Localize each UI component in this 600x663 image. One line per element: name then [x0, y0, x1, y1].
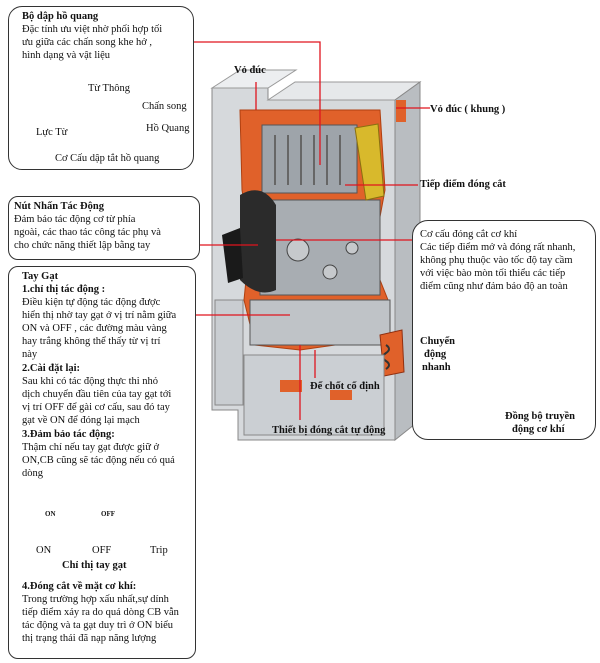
handle-section-1-title: 1.chỉ thị tác động :	[22, 284, 106, 295]
handle-section-1-line: ON và OFF , các đường màu vàng	[22, 323, 167, 334]
handle-section-1-line: này	[22, 349, 38, 360]
position-label-trip: Trip	[150, 545, 168, 556]
label-fast-motion: Chuyển	[420, 336, 456, 347]
callout-molded-case: Vỏ đúc	[234, 65, 266, 76]
switch-off-mark: OFF	[101, 510, 115, 518]
arc-quencher-desc-line: ưu giữa các chấn song khe hở ,	[22, 37, 153, 48]
breaker-cutaway-illustration	[210, 69, 422, 442]
push-button-desc-line: cho chức năng thiết lập bằng tay	[14, 240, 151, 251]
mechanism-desc-line: Các tiếp điểm mở và đóng rất nhanh,	[420, 242, 576, 253]
callout-molded-frame: Vỏ đúc ( khung )	[430, 104, 506, 115]
switch-on-mark: ON	[45, 510, 56, 518]
handle-section-4-line: Trong trường hợp xấu nhất,sự dính	[22, 594, 169, 605]
handle-section-3-line: ON,CB cũng sẽ tác động nếu có quá	[22, 455, 175, 466]
mechanism-title: Cơ cấu đóng cắt cơ khí	[420, 229, 518, 240]
label-arc: Hồ Quang	[146, 123, 190, 134]
arc-quencher-title: Bộ dập hồ quang	[22, 11, 99, 22]
arc-quencher-desc-line: Đặc tính ưu việt nhờ phối hợp tối	[22, 24, 163, 35]
handle-section-2-line: gạt về ON để đóng lại mạch	[22, 415, 140, 426]
mechanism-panel	[412, 220, 596, 440]
handle-section-2-line: vị trí OFF để gài cơ cấu, sau đó tay	[22, 402, 170, 413]
handle-section-1-line: hiển thị nhờ tay gạt ở vị trí nằm giữa	[22, 310, 177, 321]
handle-section-3-line: dòng	[22, 468, 43, 479]
arc-quencher-panel	[8, 6, 194, 170]
handle-section-3-line: Thậm chí nếu tay gạt được giữ ở	[22, 442, 160, 453]
mechanism-desc-line: điểm cũng như đảm bảo độ an toàn	[420, 281, 568, 292]
handle-panel	[8, 266, 196, 659]
handle-section-4-line: tác động và ta gạt duy trì ở ON biểu	[22, 620, 174, 631]
push-button-title: Nút Nhấn Tác Động	[14, 201, 104, 212]
mechanism-desc-line: không phụ thuộc vào tốc độ tay cầm	[420, 255, 573, 266]
callout-contact: Tiếp điểm đóng cắt	[420, 179, 506, 190]
handle-title: Tay Gạt	[22, 271, 59, 282]
callout-latch: Để chốt cố định	[310, 381, 380, 392]
handle-section-1-line: Điều kiện tự động tác động được	[22, 297, 161, 308]
position-label-off: OFF	[92, 545, 112, 556]
callout-auto-device: Thiết bị đóng cắt tự động	[272, 425, 386, 436]
label-magnetic-force: Lực Từ	[36, 127, 68, 138]
label-arc-grid: Chấn song	[142, 101, 187, 112]
handle-section-4-title: 4.Đóng cắt về mặt cơ khí:	[22, 581, 137, 592]
handle-section-3-title: 3.Đảm bảo tác động:	[22, 429, 115, 440]
label-sync-mechanism: động cơ khí	[512, 424, 565, 435]
label-fast-motion: nhanh	[422, 362, 451, 373]
arc-quencher-caption: Cơ Cấu dập tắt hồ quang	[55, 153, 160, 164]
handle-section-2-title: 2.Cài đặt lại:	[22, 363, 81, 374]
handle-section-4-line: thị trạng thái đã nạp năng lượng	[22, 633, 157, 644]
push-button-desc-line: ngoài, các thao tác công tác phụ và	[14, 227, 161, 238]
label-fast-motion: động	[424, 349, 447, 360]
push-button-desc-line: Đảm bảo tác động cơ từ phía	[14, 214, 136, 225]
label-sync-mechanism: Đồng bộ truyền	[505, 411, 576, 422]
callout-leader-lines	[194, 41, 430, 420]
arc-quencher-desc-line: hình dạng và vật liệu	[22, 50, 111, 61]
handle-section-2-line: dịch chuyển đầu tiên của tay gạt tới	[22, 389, 172, 400]
position-label-on: ON	[36, 545, 52, 556]
push-button-panel	[8, 196, 200, 260]
mechanism-desc-line: với việc bào mòn tối thiểu các tiếp	[420, 268, 566, 279]
handle-section-4-line: tiếp điểm xảy ra do quá dòng CB vẫn	[22, 607, 179, 618]
label-magnetic-flux: Từ Thông	[88, 83, 130, 94]
handle-section-2-line: Sau khi có tác động thực thi nhỏ	[22, 376, 159, 387]
handle-section-1-line: hay trắng không thể thấy từ vị trí	[22, 336, 161, 347]
handle-indicator-caption: Chỉ thị tay gạt	[62, 560, 127, 571]
